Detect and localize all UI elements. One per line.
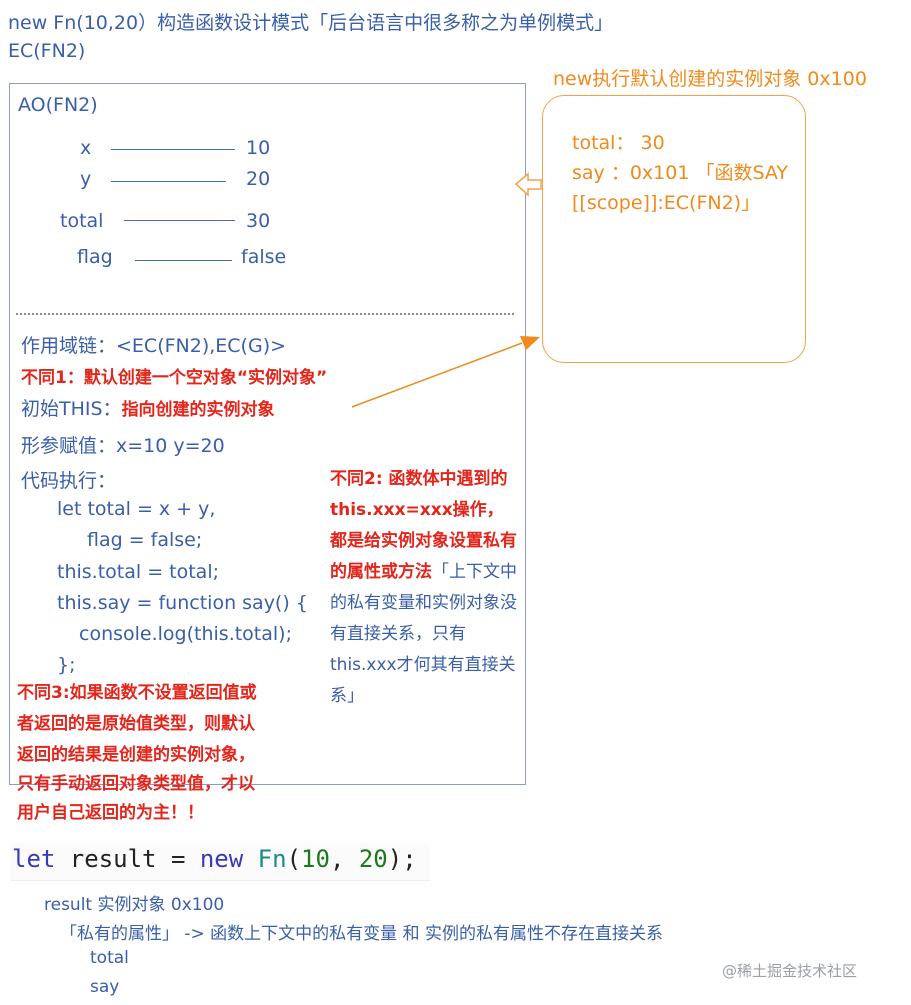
code-comma: , xyxy=(329,845,359,873)
diff1-note: 不同1：默认创建一个空对象“实例对象” xyxy=(21,368,328,388)
header-title: new Fn(10,20）构造函数设计模式「后台语言中很多称之为单例模式」 xyxy=(8,12,614,34)
diff3-line-1: 不同3:如果函数不设置返回值或 xyxy=(17,683,257,703)
diff3-line-3: 返回的结果是创建的实例对象， xyxy=(17,745,255,765)
var-name-x: x xyxy=(80,137,92,159)
result-prop-total: total xyxy=(90,948,129,968)
code-arg-1: 10 xyxy=(301,845,330,873)
code-arg-2: 20 xyxy=(358,845,388,873)
instance-say: say ：0x101 「函数SAY xyxy=(572,162,789,184)
code-line: let result = new Fn(10, 20); xyxy=(12,845,417,873)
this-pointer-line xyxy=(351,342,523,408)
var-name-flag: flag xyxy=(77,246,113,268)
diff2-normal-text: 「上下文中的私有变量和实例对象没有直接关系，只有this.xxx才何其有直接关系… xyxy=(330,562,517,706)
var-value-x: 10 xyxy=(246,137,271,159)
scope-chain: 作用域链：<EC(FN2),EC(G)> xyxy=(21,335,287,357)
diff2-note: 不同2: 函数体中遇到的 this.xxx=xxx操作，都是给实例对象设置私有的… xyxy=(330,464,520,712)
result-prop-say: say xyxy=(90,977,120,997)
this-init-label: 初始THIS： xyxy=(21,398,122,420)
code-close-paren: ); xyxy=(387,845,417,873)
var-line-flag xyxy=(135,260,232,261)
instance-total: total： 30 xyxy=(572,132,665,154)
code-line-4: this.say = function say() { xyxy=(57,592,308,614)
section-divider xyxy=(16,313,514,315)
var-line-y xyxy=(111,181,226,182)
exec-label: 代码执行： xyxy=(21,470,117,492)
this-init: 初始THIS：指向创建的实例对象 xyxy=(21,394,275,421)
var-line-total xyxy=(124,220,235,221)
code-line-6: }; xyxy=(57,654,76,676)
code-open-paren: ( xyxy=(286,845,302,873)
code-ident: result = xyxy=(55,845,200,873)
diff3-line-4: 只有手动返回对象类型值，才以 xyxy=(17,774,255,794)
code-line-2: flag = false; xyxy=(87,529,203,551)
code-line-1: let total = x + y, xyxy=(57,498,216,520)
private-attr-note: 「私有的属性」 -> 函数上下文中的私有变量 和 实例的私有属性不存在直接关系 xyxy=(60,924,663,944)
hollow-arrow xyxy=(514,172,542,197)
this-pointer-head xyxy=(520,336,540,350)
params-line: 形参赋值：x=10 y=20 xyxy=(21,435,225,457)
var-name-y: y xyxy=(80,168,92,190)
result-label: result 实例对象 0x100 xyxy=(44,895,225,915)
ao-title: AO(FN2) xyxy=(18,94,98,116)
var-value-y: 20 xyxy=(246,168,271,190)
this-init-value: 指向创建的实例对象 xyxy=(121,400,275,420)
code-line-3: this.total = total; xyxy=(57,561,220,583)
var-value-flag: false xyxy=(241,246,287,268)
header-ec-label: EC(FN2) xyxy=(8,40,86,62)
watermark: @稀土掘金技术社区 xyxy=(722,962,858,980)
diff2-red-text: 不同2: 函数体中遇到的 this.xxx=xxx操作，都是给实例对象设置私有的… xyxy=(330,469,517,582)
instance-title: new执行默认创建的实例对象 0x100 xyxy=(553,68,867,90)
code-kw-new: new xyxy=(199,845,244,873)
code-fn-name: Fn xyxy=(243,845,287,873)
var-name-total: total xyxy=(60,210,104,232)
code-line-5: console.log(this.total); xyxy=(79,623,292,645)
code-block xyxy=(10,843,430,881)
code-kw-let: let xyxy=(12,845,56,873)
diff3-line-5: 用户自己返回的为主！！ xyxy=(17,803,204,823)
instance-scope: [[scope]]:EC(FN2)」 xyxy=(572,192,761,214)
var-line-x xyxy=(111,149,235,150)
instance-box xyxy=(542,95,806,363)
diff3-line-2: 者返回的是原始值类型，则默认 xyxy=(17,714,255,734)
ao-box xyxy=(9,83,526,785)
var-value-total: 30 xyxy=(246,210,271,232)
